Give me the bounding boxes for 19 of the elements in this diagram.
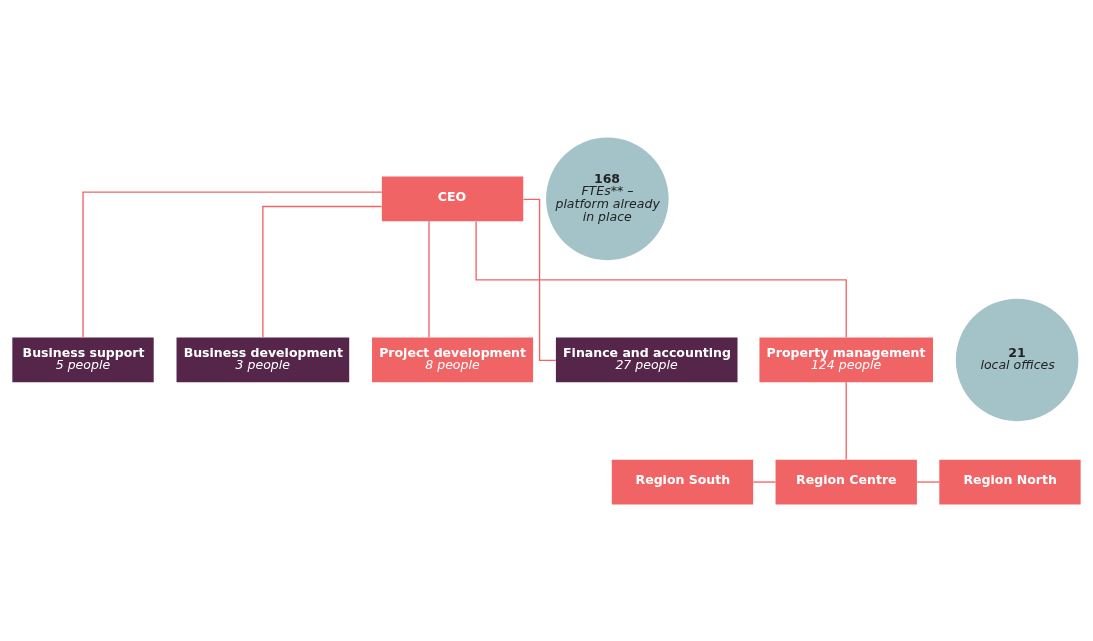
- connector: [916, 480, 940, 483]
- connector: [475, 220, 847, 338]
- node-box: Region South: [611, 459, 754, 504]
- node-box: Business support 5 people: [12, 337, 154, 382]
- connector: [752, 480, 777, 483]
- connector: [428, 220, 430, 338]
- node-circle: 21 local offices: [955, 298, 1079, 421]
- node-circle: 168 FTEs** – platform already in place: [546, 137, 669, 260]
- node-box: CEO: [381, 176, 524, 221]
- connector: [82, 191, 383, 338]
- node-box: Project development 8 people: [372, 337, 534, 382]
- node-box: Business development 3 people: [176, 337, 350, 382]
- node-box: Region North: [939, 459, 1081, 504]
- node-box: Finance and accounting 27 people: [555, 337, 738, 382]
- node-box: Region Centre: [775, 459, 917, 504]
- node-box: Property management 124 people: [759, 337, 934, 382]
- connector: [522, 198, 557, 361]
- connector: [845, 381, 847, 460]
- connector: [262, 205, 383, 338]
